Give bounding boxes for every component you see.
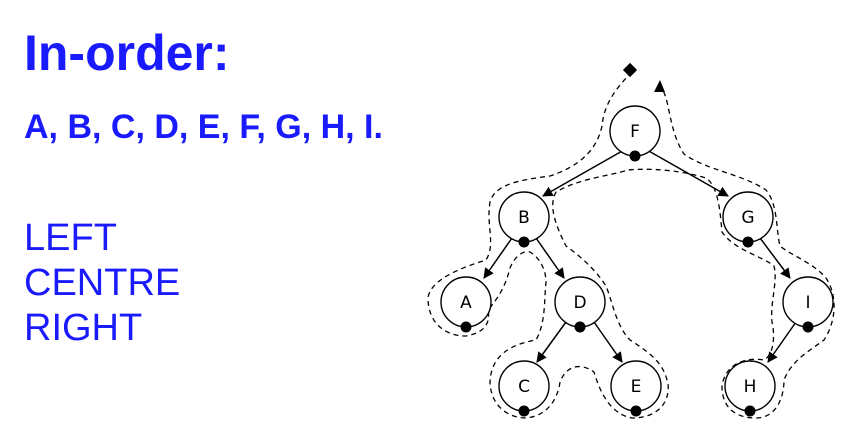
node-h: H: [724, 360, 776, 417]
node-c: C: [498, 360, 550, 417]
node-label-e: E: [631, 377, 642, 397]
traversal-contour: [427, 71, 835, 419]
contour-start-marker: [622, 62, 638, 78]
node-label-c: C: [518, 377, 530, 397]
edge-i-h: [767, 321, 797, 363]
node-g: G: [722, 191, 774, 248]
edge-d-c: [536, 321, 567, 363]
node-label-f: F: [630, 122, 640, 142]
node-label-d: D: [573, 293, 586, 313]
edge-b-d: [535, 237, 565, 279]
node-label-h: H: [744, 377, 757, 397]
edge-f-b: [542, 149, 625, 197]
node-f: F: [609, 105, 661, 162]
node-d: D: [554, 276, 606, 333]
node-label-b: B: [518, 208, 530, 228]
edge-g-i: [759, 237, 791, 279]
order-word-left: LEFT: [24, 217, 117, 259]
node-label-g: G: [741, 208, 754, 228]
node-a: A: [440, 276, 492, 333]
node-e: E: [610, 360, 662, 417]
contour-end-arrow: [654, 80, 665, 92]
node-label-a: A: [460, 293, 472, 313]
order-words: LEFT CENTRE RIGHT: [24, 216, 180, 351]
heading: In-order:: [24, 25, 230, 81]
node-b: B: [498, 191, 550, 248]
traversal-sequence: A, B, C, D, E, F, G, H, I.: [24, 108, 383, 146]
edge-b-a: [483, 237, 513, 279]
node-i: I: [782, 276, 834, 333]
edge-f-g: [646, 149, 729, 197]
edge-d-e: [593, 321, 623, 363]
node-label-i: I: [805, 293, 810, 313]
order-word-right: RIGHT: [24, 307, 143, 349]
order-word-centre: CENTRE: [24, 262, 181, 304]
